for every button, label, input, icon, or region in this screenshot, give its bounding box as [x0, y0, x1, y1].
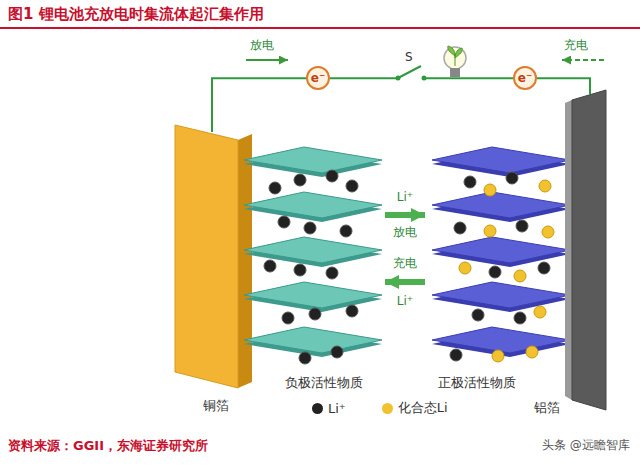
lithium-ions-negative [264, 170, 358, 364]
legend: Li⁺ 化合态Li [312, 399, 448, 417]
lithium-ball [278, 216, 290, 228]
node-label: e⁻ [518, 71, 532, 85]
direction-label: 放电 [248, 38, 276, 52]
bulb-glass [444, 47, 466, 69]
ion-label: Li⁺ [395, 294, 415, 308]
lithium-ball [299, 352, 311, 364]
charge-direction-arrow [562, 59, 604, 61]
positive-material: 正极活性物质 [425, 140, 528, 395]
lithium-ball [506, 172, 518, 184]
watermark: 头条 @远瞻智库 [540, 438, 632, 452]
legend-text: Li⁺ [328, 401, 346, 416]
node-label: 铝箔 [534, 400, 560, 416]
switch-contact [396, 76, 401, 81]
electron-circle: e⁻ [306, 66, 330, 90]
flow-label: 充电 [391, 256, 419, 270]
node-label: 正极活性物质 [438, 375, 516, 391]
direction-label: 充电 [562, 38, 590, 52]
switch-contact [422, 76, 427, 81]
lithium-ball [514, 312, 526, 324]
layer-sheet [244, 147, 382, 173]
layer-sheet [244, 327, 382, 353]
node-label: e⁻ [311, 71, 325, 85]
ion-flow-arrow [385, 212, 425, 218]
lithium-ions-positive [450, 172, 550, 361]
compound-ball [459, 262, 471, 274]
layer-sheet [244, 192, 382, 218]
copper-foil: 铜箔 [175, 132, 257, 418]
compound-ball [526, 346, 538, 358]
aluminium-foil: 铝箔 [530, 94, 615, 420]
layer-sheet [244, 282, 382, 308]
lithium-ball [340, 225, 352, 237]
lithium-ball [346, 180, 358, 192]
source-caption: 资料来源：GGII，东海证券研究所 [8, 437, 208, 455]
compound-ball [492, 350, 504, 362]
negative-material: 负极活性物质 [262, 140, 385, 395]
legend-item: Li⁺ [312, 399, 346, 417]
flow-label: 放电 [391, 225, 419, 239]
layer-sheet [432, 192, 570, 218]
figure-title: 图1 锂电池充放电时集流体起汇集作用 [8, 5, 264, 24]
layer-sheet [432, 282, 570, 308]
lithium-ball [489, 266, 501, 278]
layer-sheet [432, 327, 570, 353]
lithium-ball [454, 222, 466, 234]
legend-text: 化合态Li [398, 399, 448, 417]
lithium-ball [282, 312, 294, 324]
title-rule [0, 27, 640, 29]
circuit-wire [537, 78, 590, 94]
legend-swatch [382, 403, 393, 414]
compound-ball [534, 306, 546, 318]
compound-lithium-positive [459, 180, 554, 362]
lithium-ball [304, 222, 316, 234]
aluminium-foil-side [565, 100, 572, 400]
legend-item: 化合态Li [382, 399, 448, 417]
lithium-ball [450, 349, 462, 361]
bulb-leaf [448, 46, 462, 66]
lithium-ball [516, 220, 528, 232]
switch-blade [398, 66, 421, 78]
copper-foil-plate [175, 125, 238, 388]
legend-swatch [312, 403, 323, 414]
lithium-ball [294, 174, 306, 186]
lithium-ball [331, 346, 343, 358]
switch-label: S [403, 50, 415, 64]
lithium-ball [472, 309, 484, 321]
ion-flow-arrow [385, 279, 425, 285]
lithium-ball [264, 260, 276, 272]
layer-sheet [244, 237, 382, 263]
node-label: 铜箔 [203, 398, 229, 414]
electron-circle: e⁻ [513, 66, 537, 90]
lithium-ball [464, 176, 476, 188]
compound-ball [484, 225, 496, 237]
aluminium-foil-plate [572, 90, 606, 410]
lithium-ball [326, 170, 338, 182]
lithium-ball [294, 264, 306, 276]
node-label: 负极活性物质 [285, 375, 363, 391]
lithium-ball [309, 308, 321, 320]
compound-ball [514, 270, 526, 282]
ion-label: Li⁺ [395, 190, 415, 204]
circuit-wire [212, 78, 306, 132]
compound-ball [484, 184, 496, 196]
layer-sheet [432, 237, 570, 263]
layer-sheet [432, 147, 570, 173]
lithium-ball [346, 305, 358, 317]
lithium-ball [538, 262, 550, 274]
lithium-ball [326, 267, 338, 279]
compound-ball [539, 180, 551, 192]
copper-foil-side [238, 134, 252, 388]
bulb-base [450, 68, 460, 77]
negative-layers [244, 147, 382, 357]
discharge-direction-arrow [246, 59, 288, 61]
positive-layers [432, 147, 570, 357]
lithium-ball [269, 182, 281, 194]
compound-ball [542, 226, 554, 238]
